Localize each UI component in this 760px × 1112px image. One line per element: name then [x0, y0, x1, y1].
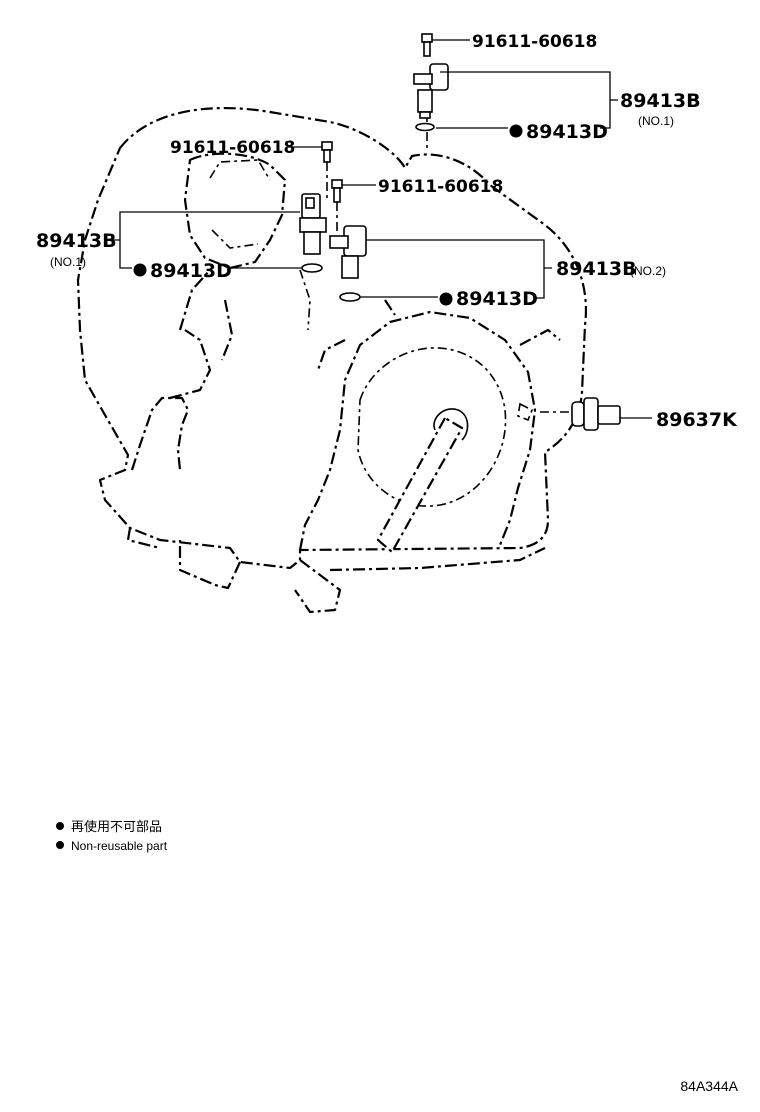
bolt-mid-icon	[331, 179, 343, 203]
sensor-no2-assembly	[329, 179, 367, 302]
label-sensor-right: 89413B	[556, 258, 637, 280]
label-oring-right: 89413D	[456, 288, 538, 310]
label-sensor-top: 89413B	[620, 90, 701, 112]
non-reusable-marker-icon	[439, 292, 453, 306]
non-reusable-marker-icon	[509, 124, 523, 138]
sensor-no1-top-assembly	[413, 33, 449, 148]
label-sensor-left-note: (NO.1)	[50, 255, 86, 269]
label-bolt-mid: 91611-60618	[378, 177, 503, 197]
speed-sensor-left-icon	[299, 193, 327, 255]
speed-sensor-top-icon	[413, 63, 449, 119]
bullet-icon	[56, 822, 64, 830]
illustration-code: 84A344A	[680, 1078, 738, 1094]
label-sensor-top-note: (NO.1)	[638, 114, 674, 128]
bullet-icon	[56, 841, 64, 849]
label-sensor-left: 89413B	[36, 230, 117, 252]
bolt-top-icon	[421, 33, 433, 57]
legend-japanese: 再使用不可部品	[56, 820, 162, 836]
label-oring-left: 89413D	[150, 260, 232, 282]
label-oring-top: 89413D	[526, 121, 608, 143]
label-bolt-left: 91611-60618	[170, 138, 295, 158]
transaxle-housing-outline	[76, 107, 587, 614]
sensor-no1-left-assembly	[299, 141, 333, 273]
oring-top-icon	[415, 122, 435, 132]
speed-sensor-right-icon	[329, 225, 367, 279]
label-speed-sensor: 89637K	[656, 409, 738, 431]
bolt-left-icon	[321, 141, 333, 163]
legend-english-text: Non-reusable part	[71, 839, 168, 853]
leader-lines	[110, 39, 652, 419]
label-sensor-right-note: (NO.2)	[630, 264, 666, 278]
legend-english: Non-reusable part	[56, 838, 167, 854]
legend-japanese-text: 再使用不可部品	[71, 820, 163, 835]
vehicle-speed-sensor-icon	[571, 397, 621, 431]
label-bolt-top: 91611-60618	[472, 32, 597, 52]
vehicle-speed-sensor-assembly	[540, 397, 621, 431]
oring-right-icon	[339, 292, 361, 302]
non-reusable-marker-icon	[133, 263, 147, 277]
oring-left-icon	[301, 263, 323, 273]
